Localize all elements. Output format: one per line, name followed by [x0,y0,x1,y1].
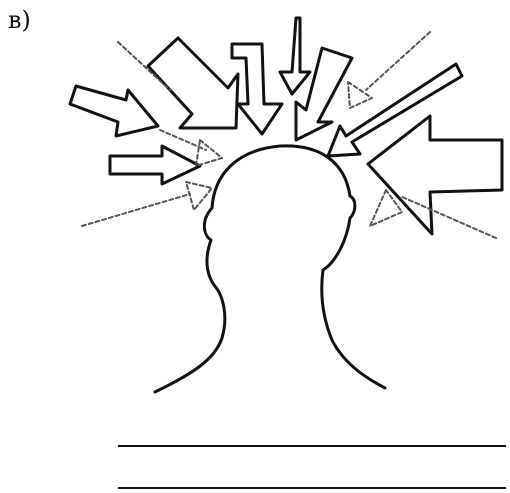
dotted-arrowhead-top-right-icon [348,82,372,108]
arrow-left-middle-icon [110,146,200,184]
arrow-top-center-icon [280,18,310,94]
dotted-line-top-left-icon [118,42,170,90]
arrow-upper-left-icon [70,86,158,136]
dotted-arrow-left-lower-icon [82,182,212,226]
arrow-top-right-large-icon [296,48,352,140]
arrow-right-large-icon [368,116,502,234]
arrow-top-center-left-icon [232,44,282,134]
dotted-line-top-right-icon [366,32,430,90]
